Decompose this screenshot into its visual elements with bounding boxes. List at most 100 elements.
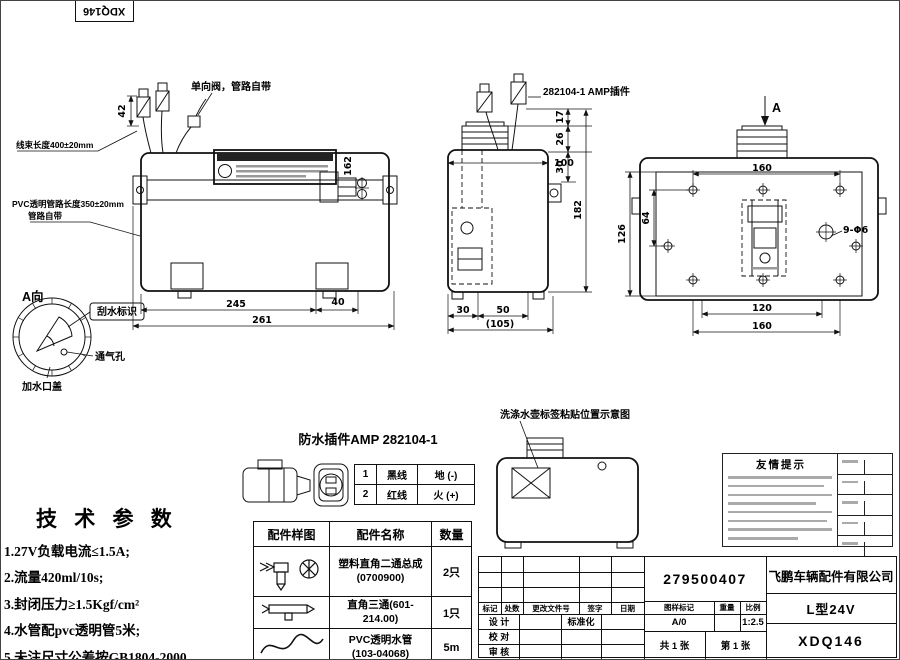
label-amp-connector: 282104-1 AMP插件 bbox=[543, 85, 630, 98]
parts-row: PVC透明水管 (103-04068) 5m bbox=[253, 628, 472, 660]
part-name: 塑料直角二通总成 bbox=[338, 558, 423, 571]
dim-160-bottom: 160 bbox=[752, 321, 772, 332]
connector-side-view bbox=[242, 459, 311, 503]
tech-params-title: 技 术 参 数 bbox=[36, 507, 178, 531]
scale-value: 1:2.5 bbox=[742, 617, 764, 628]
sheet-index: 第 1 张 bbox=[720, 641, 751, 652]
parts-header-qty: 数量 bbox=[431, 521, 472, 547]
role-standardization: 标准化 bbox=[567, 617, 595, 627]
pin-wire: 黑线 bbox=[376, 464, 418, 485]
part-code: (0700900) bbox=[356, 571, 405, 584]
tech-params: 技 术 参 数 1.27V负载电流≤1.5A; 2.流量420ml/10s; 3… bbox=[4, 503, 252, 660]
section-arrow-icon bbox=[761, 116, 769, 126]
notice-text-placeholder bbox=[723, 470, 837, 546]
parts-header-name: 配件名称 bbox=[329, 521, 432, 547]
role-design: 设 计 bbox=[488, 617, 510, 627]
dim-wire-bundle-height: 42 bbox=[117, 104, 128, 117]
dim-126: 126 bbox=[617, 224, 628, 244]
parts-table: 配件样图 配件名称 数量 bbox=[253, 521, 472, 660]
parts-row: 直角三通(601-214.00) 1只 bbox=[253, 596, 472, 629]
rev-header-count: 处数 bbox=[504, 603, 520, 613]
label-harness-length: 线束长度400±20mm bbox=[16, 140, 94, 150]
part-qty: 2只 bbox=[431, 546, 472, 597]
pin-wire: 红线 bbox=[376, 484, 418, 505]
label-pvc-pipe-1: PVC透明管路长度350±20mm bbox=[12, 199, 124, 209]
pin-row: 2 红线 火 (+) bbox=[354, 484, 475, 505]
dim-120: 120 bbox=[752, 303, 772, 314]
mark-value: A/0 bbox=[671, 617, 687, 628]
tank-outline-small bbox=[496, 457, 639, 543]
view-a-title: A向 bbox=[22, 289, 44, 304]
part-qty: 5m bbox=[431, 628, 472, 660]
tee-fitting-icon bbox=[261, 604, 315, 621]
dim-17: 17 bbox=[555, 110, 566, 123]
notice-side-row bbox=[838, 521, 892, 537]
pin-row: 1 黑线 地 (-) bbox=[354, 464, 475, 485]
dim-26: 26 bbox=[555, 132, 566, 146]
sticker-position bbox=[511, 467, 551, 499]
pin-polarity: 地 (-) bbox=[417, 464, 475, 485]
mark-header: 图样标记 bbox=[664, 603, 694, 612]
connector-pin-table: 1 黑线 地 (-) 2 红线 火 (+) bbox=[354, 464, 475, 505]
notice-side-row bbox=[838, 501, 892, 516]
vent-hole bbox=[60, 348, 68, 356]
hose-icon bbox=[259, 633, 324, 654]
internal-pump bbox=[451, 207, 493, 285]
elbow-fitting-icon bbox=[259, 559, 319, 592]
connector-title: 防水插件AMP 282104-1 bbox=[298, 432, 437, 447]
parts-header-row: 配件样图 配件名称 数量 bbox=[253, 521, 472, 547]
label-filler-cap: 加水口盖 bbox=[21, 380, 62, 393]
connector-front-view bbox=[313, 463, 349, 507]
dim-245: 245 bbox=[226, 299, 246, 310]
label-pvc-pipe-2: 管路自带 bbox=[28, 211, 63, 221]
check-valve bbox=[187, 115, 201, 128]
side-view: 42 bbox=[12, 80, 398, 330]
label-vent-hole: 通气孔 bbox=[95, 350, 125, 363]
pin-polarity: 火 (+) bbox=[417, 484, 475, 505]
dim-100: 100 bbox=[554, 158, 574, 169]
drawing-number: XDQ146 bbox=[798, 633, 864, 649]
section-label-a: A bbox=[772, 101, 781, 115]
weight-header: 重量 bbox=[719, 603, 735, 612]
company-name: 飞鹏车辆配件有限公司 bbox=[768, 569, 894, 584]
dim-261: 261 bbox=[252, 315, 272, 326]
connector-section: 防水插件AMP 282104-1 bbox=[242, 432, 438, 507]
rev-header-sign: 签字 bbox=[587, 603, 603, 613]
wiper-mark-icon bbox=[35, 316, 73, 353]
mount-foot-left bbox=[170, 262, 204, 290]
dim-30-bottom: 30 bbox=[456, 305, 470, 316]
side-bracket bbox=[319, 171, 369, 203]
parts-header-sample: 配件样图 bbox=[253, 521, 330, 547]
dim-30-right: 30 bbox=[555, 160, 566, 174]
part-code: 279500407 bbox=[663, 571, 747, 587]
part-name: 直角三通(601-214.00) bbox=[347, 599, 414, 625]
label-position-diagram: 洗涤水壶标签粘贴位置示意图 bbox=[496, 408, 639, 549]
tech-param-item: 3.封闭压力≥1.5Kgf/cm² bbox=[4, 596, 140, 612]
product-name: L型24V bbox=[806, 601, 856, 617]
notice-side-row bbox=[838, 480, 892, 496]
part-name: PVC透明水管 bbox=[348, 634, 413, 647]
sheet-corner-code-box: XDQ146 bbox=[75, 0, 134, 22]
dim-50: 50 bbox=[496, 305, 510, 316]
pin-number: 1 bbox=[354, 464, 377, 485]
part-qty: 1只 bbox=[431, 596, 472, 629]
notice-side-row bbox=[838, 542, 892, 557]
notice-side-row bbox=[838, 460, 892, 475]
tech-param-item: 4.水管配pvc透明管5米; bbox=[4, 623, 141, 638]
view-a-detail: A向 刮水标识 通气孔 加水口盖 bbox=[12, 289, 145, 393]
parts-row: 塑料直角二通总成 (0700900) 2只 bbox=[253, 546, 472, 597]
notice-side-table bbox=[837, 454, 892, 557]
label-check-valve: 单向阀，管路自带 bbox=[191, 80, 271, 93]
role-check: 校 对 bbox=[488, 632, 510, 642]
filler-cap-rear bbox=[736, 125, 788, 159]
dim-182: 182 bbox=[573, 200, 584, 220]
rev-header-mark: 标记 bbox=[482, 603, 498, 613]
dim-bracket-162: 162 bbox=[343, 156, 354, 176]
label-wiper-mark: 刮水标识 bbox=[97, 305, 137, 318]
title-block: 标记 处数 更改文件号 签字 日期 设 计 标准化 校 对 审 核 279500… bbox=[478, 556, 897, 659]
dim-40: 40 bbox=[331, 297, 345, 308]
rear-view: A bbox=[617, 96, 887, 336]
sheet-corner-code: XDQ146 bbox=[83, 4, 126, 17]
